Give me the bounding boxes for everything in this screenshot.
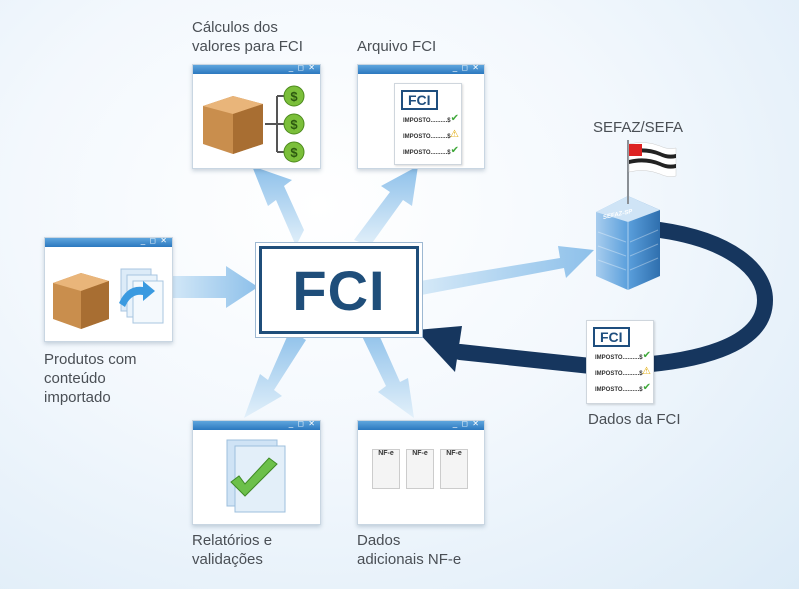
check-icon: ✔ xyxy=(450,145,459,156)
doc-row: IMPOSTO..........$ xyxy=(595,355,643,361)
arrow-left-in xyxy=(166,266,258,308)
building-icon xyxy=(596,196,660,290)
label-relatorios: Relatórios e validações xyxy=(192,532,273,568)
box-icon xyxy=(53,273,109,329)
label-calculos: Cálculos dos valores para FCI xyxy=(192,19,303,55)
arrow-up-right xyxy=(354,166,418,246)
nfe-invoice: NF-e xyxy=(406,449,434,489)
loop-arrow-head xyxy=(416,326,462,372)
loop-arrow xyxy=(452,222,774,376)
arrow-to-sefaz xyxy=(414,246,594,296)
relatorios-window: _ ◻ ✕ xyxy=(192,419,321,525)
doc-row: IMPOSTO..........$ xyxy=(403,118,451,124)
window-controls[interactable]: _ ◻ ✕ xyxy=(288,419,316,428)
document-icon: FCI IMPOSTO..........$ IMPOSTO..........… xyxy=(394,83,462,165)
label-arquivo: Arquivo FCI xyxy=(357,38,437,55)
arrow-down-left xyxy=(244,330,306,418)
warning-icon: ⚠ xyxy=(642,366,651,377)
nfe-label: NF-e xyxy=(446,450,462,457)
label-dados-adicionais: Dados adicionais NF-e xyxy=(357,532,462,568)
window-controls[interactable]: _ ◻ ✕ xyxy=(452,419,480,428)
box-icon xyxy=(203,96,263,154)
check-icon: ✔ xyxy=(450,113,459,124)
fci-center-label: FCI xyxy=(292,258,386,322)
calc-window: _ ◻ ✕ $ $ $ xyxy=(192,63,321,169)
window-controls[interactable]: _ ◻ ✕ xyxy=(452,63,480,72)
nfe-label: NF-e xyxy=(378,450,394,457)
flag-icon xyxy=(627,140,677,204)
window-title-bar: _ ◻ ✕ xyxy=(358,63,484,74)
window-title-bar: _ ◻ ✕ xyxy=(45,236,172,247)
nfe-label: NF-e xyxy=(412,450,428,457)
arrow-up-left xyxy=(252,166,304,246)
arrow-down-right xyxy=(360,328,414,418)
doc-row: IMPOSTO..........$ xyxy=(595,387,643,393)
window-controls[interactable]: _ ◻ ✕ xyxy=(288,63,316,72)
label-produtos: Produtos com conteúdo importado xyxy=(44,351,137,406)
produtos-window: _ ◻ ✕ xyxy=(44,236,173,342)
check-icon: ✔ xyxy=(642,382,651,393)
label-dados-fci: Dados da FCI xyxy=(588,411,681,428)
nfe-window: _ ◻ ✕ NF-e NF-e NF-e xyxy=(357,419,485,525)
doc-title: FCI xyxy=(401,90,438,110)
window-controls[interactable]: _ ◻ ✕ xyxy=(140,236,168,245)
arquivo-window: _ ◻ ✕ FCI IMPOSTO..........$ IMPOSTO....… xyxy=(357,63,485,169)
window-title-bar: _ ◻ ✕ xyxy=(193,63,320,74)
label-sefaz: SEFAZ/SEFA xyxy=(593,119,684,136)
nfe-invoice: NF-e xyxy=(372,449,400,489)
svg-text:$: $ xyxy=(290,117,298,132)
fci-center-box: FCI xyxy=(259,246,419,334)
dados-fci-document: FCI IMPOSTO..........$ IMPOSTO..........… xyxy=(586,320,654,404)
doc-row: IMPOSTO..........$ xyxy=(403,150,451,156)
calc-window-content: $ $ $ xyxy=(203,85,305,163)
dollar-coin-icon: $ $ $ xyxy=(283,85,305,163)
window-title-bar: _ ◻ ✕ xyxy=(193,419,320,430)
svg-text:$: $ xyxy=(290,145,298,160)
arrow-icon xyxy=(119,281,155,307)
produtos-window-content xyxy=(53,268,164,329)
warning-icon: ⚠ xyxy=(450,129,459,140)
doc-row: IMPOSTO..........$ xyxy=(403,134,451,140)
nfe-invoice: NF-e xyxy=(440,449,468,489)
check-icon: ✔ xyxy=(642,350,651,361)
doc-row: IMPOSTO..........$ xyxy=(595,371,643,377)
doc-title: FCI xyxy=(593,327,630,347)
check-icon xyxy=(230,457,278,497)
window-title-bar: _ ◻ ✕ xyxy=(358,419,484,430)
relatorios-window-content xyxy=(226,439,286,513)
svg-text:$: $ xyxy=(290,89,298,104)
